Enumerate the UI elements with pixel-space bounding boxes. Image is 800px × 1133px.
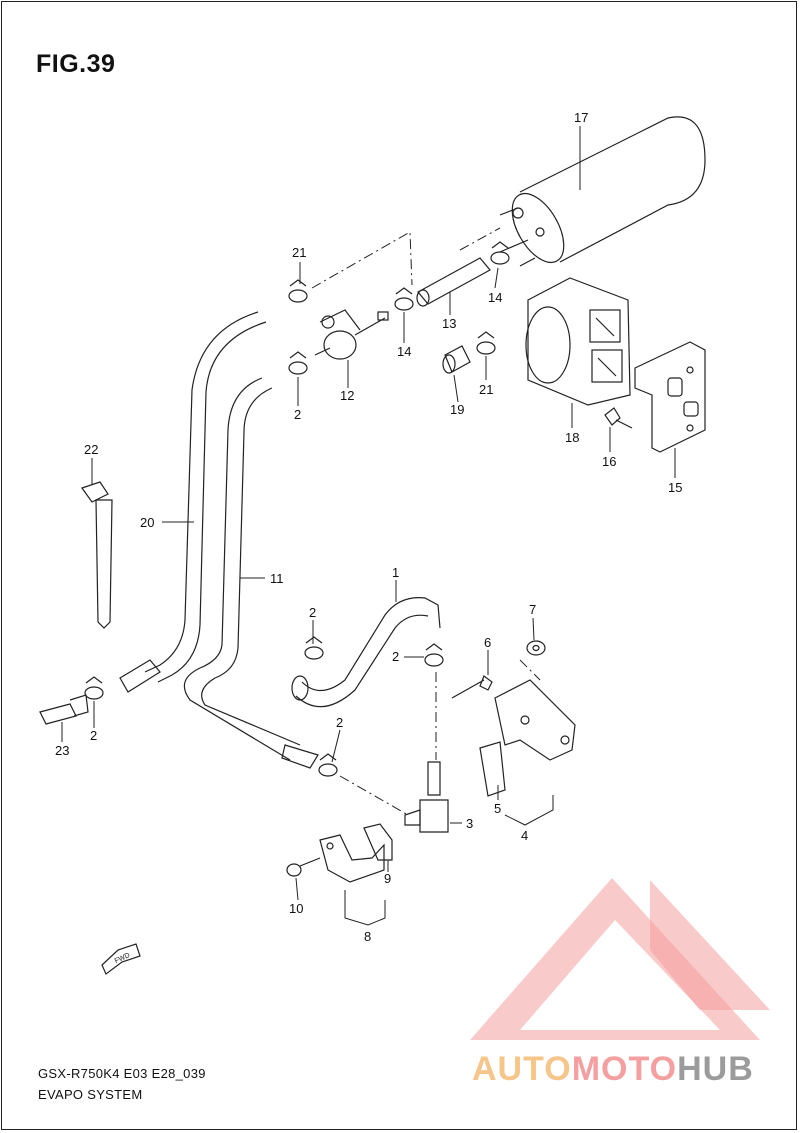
bracket-4 [494,679,576,761]
leader-10 [295,877,299,901]
tie-strap-22 [81,481,113,629]
callout-10: 10 [289,901,303,916]
callout-11: 11 [270,571,284,586]
bolt-16 [604,407,633,429]
bracket-5 [479,741,506,797]
leader-2-hose11 [331,729,341,763]
callout-1: 1 [392,565,399,580]
callout-6: 6 [484,635,491,650]
callout-2-left: 2 [90,728,97,743]
dashed-line-rivet [519,659,541,681]
watermark-part-hub: HUB [677,1050,754,1088]
callout-23: 23 [55,743,69,758]
canister-17 [499,116,706,267]
clamp-2-top [288,351,308,375]
bracket-9 [363,823,393,861]
leader-8 [344,890,386,926]
clamp-2-hose1-right [424,643,444,667]
leader-7 [532,617,535,641]
callout-5: 5 [494,801,501,816]
fwd-arrow-icon [101,943,141,975]
clamp-21-top [288,279,308,303]
bracket-18 [525,277,631,406]
callout-4: 4 [521,828,528,843]
figure-title: FIG.39 [36,50,116,78]
callout-14-left: 14 [397,344,411,359]
dashed-line-top [311,231,413,289]
callout-19: 19 [450,402,464,417]
screw-10 [286,857,321,877]
callout-15: 15 [668,480,682,495]
washer-7 [526,640,546,656]
callout-2-hose1-left: 2 [309,605,316,620]
dashed-line-canister [459,227,501,251]
bracket-15 [634,341,706,453]
callout-7: 7 [529,602,536,617]
callout-3: 3 [466,816,473,831]
leader-19 [453,374,459,403]
hose-11 [183,377,319,769]
footer-system-name: EVAPO SYSTEM [38,1087,143,1102]
clamp-14-right [490,241,510,265]
footer-model-code: GSX-R750K4 E03 E28_039 [38,1066,206,1081]
leader-14-right [494,267,499,289]
hose-20 [119,311,267,693]
clamp-2-hose11 [318,753,338,777]
watermark-part-auto: AUTO [472,1050,572,1088]
clamp-21-lower [476,331,496,355]
leader-4 [504,795,554,826]
valve-12 [314,309,389,360]
callout-22: 22 [84,442,98,457]
callout-16: 16 [602,454,616,469]
joint-23 [39,694,89,725]
callout-14-right: 14 [488,290,502,305]
callout-2-hose1-right: 2 [392,649,399,664]
union-3 [404,761,449,833]
callout-21-top: 21 [292,245,306,260]
callout-21-lower: 21 [479,382,493,397]
callout-17: 17 [574,110,588,125]
dashed-line-hose11 [339,775,409,816]
clamp-2-left [84,676,104,700]
callout-2-hose11: 2 [336,715,343,730]
clamp-14-left [394,287,414,311]
watermark-text: AUTOMOTOHUB [472,1050,754,1089]
watermark-part-moto: MOTO [571,1050,678,1088]
hose-19 [442,345,471,374]
clamp-2-hose1-left [304,636,324,660]
hose-13 [416,257,491,307]
watermark-logo [470,878,770,1040]
callout-2-top: 2 [294,407,301,422]
callout-20: 20 [140,515,154,530]
bracket-8 [319,834,385,883]
callout-12: 12 [340,388,354,403]
callout-13: 13 [442,316,456,331]
callout-8: 8 [364,929,371,944]
callout-9: 9 [384,871,391,886]
rivet-6 [451,675,493,699]
callout-18: 18 [565,430,579,445]
hose-1 [291,597,441,708]
